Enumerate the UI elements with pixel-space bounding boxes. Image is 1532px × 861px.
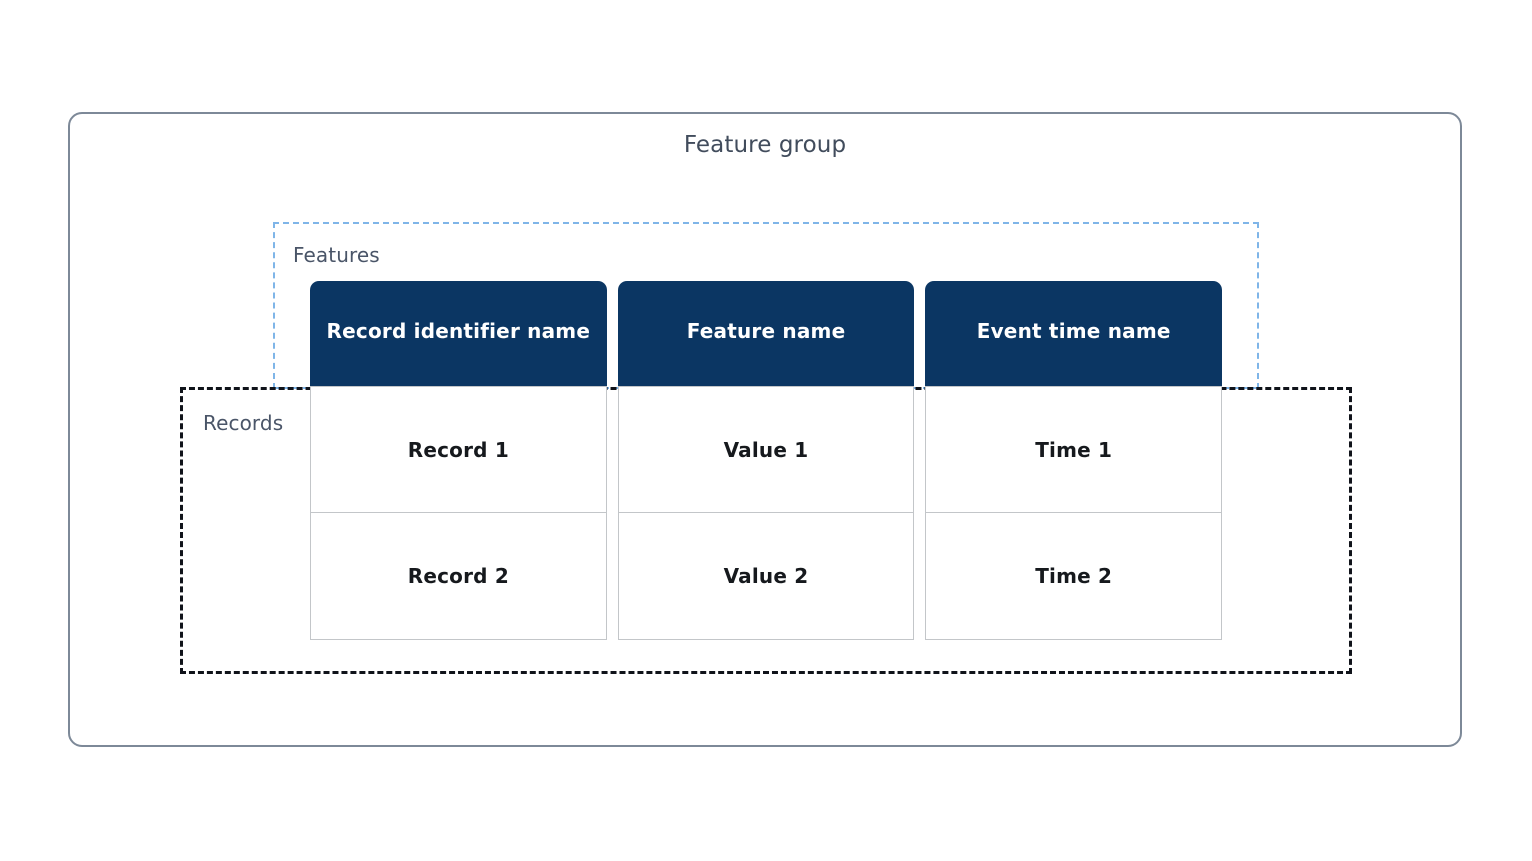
features-group-label: Features — [293, 243, 380, 267]
table-column-event-time-name: Event time name Time 1 Time 2 — [925, 281, 1223, 640]
column-header-event-time-name: Event time name — [925, 281, 1223, 386]
table-column-record-identifier: Record identifier name Record 1 Record 2 — [310, 281, 607, 640]
column-header-record-identifier-name: Record identifier name — [310, 281, 607, 386]
table-column-feature-name: Feature name Value 1 Value 2 — [617, 281, 915, 640]
records-group-label: Records — [203, 411, 284, 435]
table-cell-record-1: Record 1 — [310, 386, 607, 513]
table-cell-time-2: Time 2 — [925, 513, 1223, 640]
table-cell-value-2: Value 2 — [617, 513, 915, 640]
feature-table: Record identifier name Record 1 Record 2… — [310, 281, 1223, 640]
column-header-feature-name: Feature name — [617, 281, 915, 386]
table-cell-time-1: Time 1 — [925, 386, 1223, 513]
table-cell-value-1: Value 1 — [617, 386, 915, 513]
feature-group-title: Feature group — [683, 132, 847, 158]
table-cell-record-2: Record 2 — [310, 513, 607, 640]
